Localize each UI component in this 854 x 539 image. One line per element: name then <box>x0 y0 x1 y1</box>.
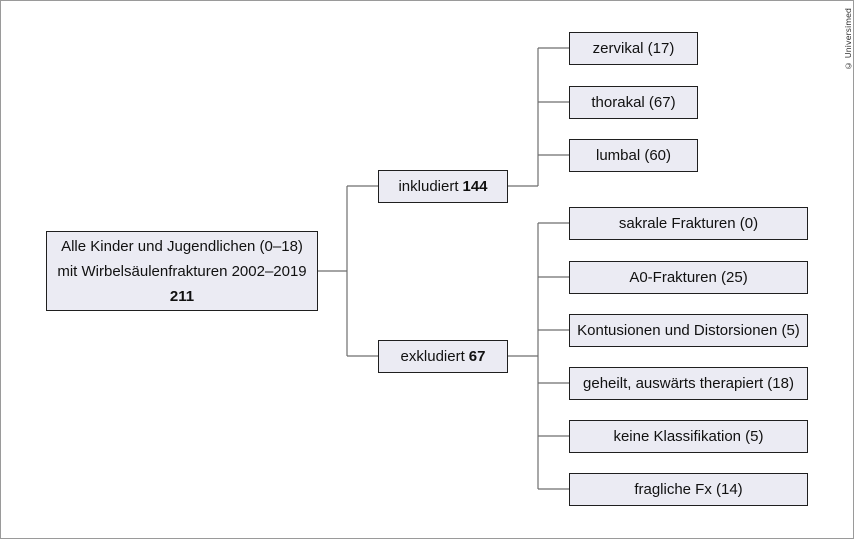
excluded-label: exkludiert <box>400 347 465 365</box>
excluded-child-fragliche-fx: fragliche Fx (14) <box>569 473 808 506</box>
included-node: inkludiert 144 <box>378 170 508 203</box>
root-line-1: Alle Kinder und Jugendlichen (0–18) <box>61 237 303 255</box>
excluded-child-kontusionen: Kontusionen und Distorsionen (5) <box>569 314 808 347</box>
root-count: 211 <box>169 287 195 305</box>
excluded-child-a0-frakturen: A0-Frakturen (25) <box>569 261 808 294</box>
excluded-child-sakrale-frakturen: sakrale Frakturen (0) <box>569 207 808 240</box>
excluded-child-keine-klassifikation: keine Klassifikation (5) <box>569 420 808 453</box>
included-child-zervikal: zervikal (17) <box>569 32 698 65</box>
excluded-node: exkludiert 67 <box>378 340 508 373</box>
excluded-child-geheilt: geheilt, auswärts therapiert (18) <box>569 367 808 400</box>
included-count: 144 <box>462 177 488 195</box>
root-node: Alle Kinder und Jugendlichen (0–18) mit … <box>46 231 318 311</box>
excluded-count: 67 <box>468 347 486 365</box>
included-child-thorakal: thorakal (67) <box>569 86 698 119</box>
copyright-text: © Universimed <box>844 8 853 70</box>
included-child-lumbal: lumbal (60) <box>569 139 698 172</box>
root-line-2: mit Wirbelsäulenfrakturen 2002–2019 <box>57 262 307 280</box>
included-label: inkludiert <box>398 177 459 195</box>
